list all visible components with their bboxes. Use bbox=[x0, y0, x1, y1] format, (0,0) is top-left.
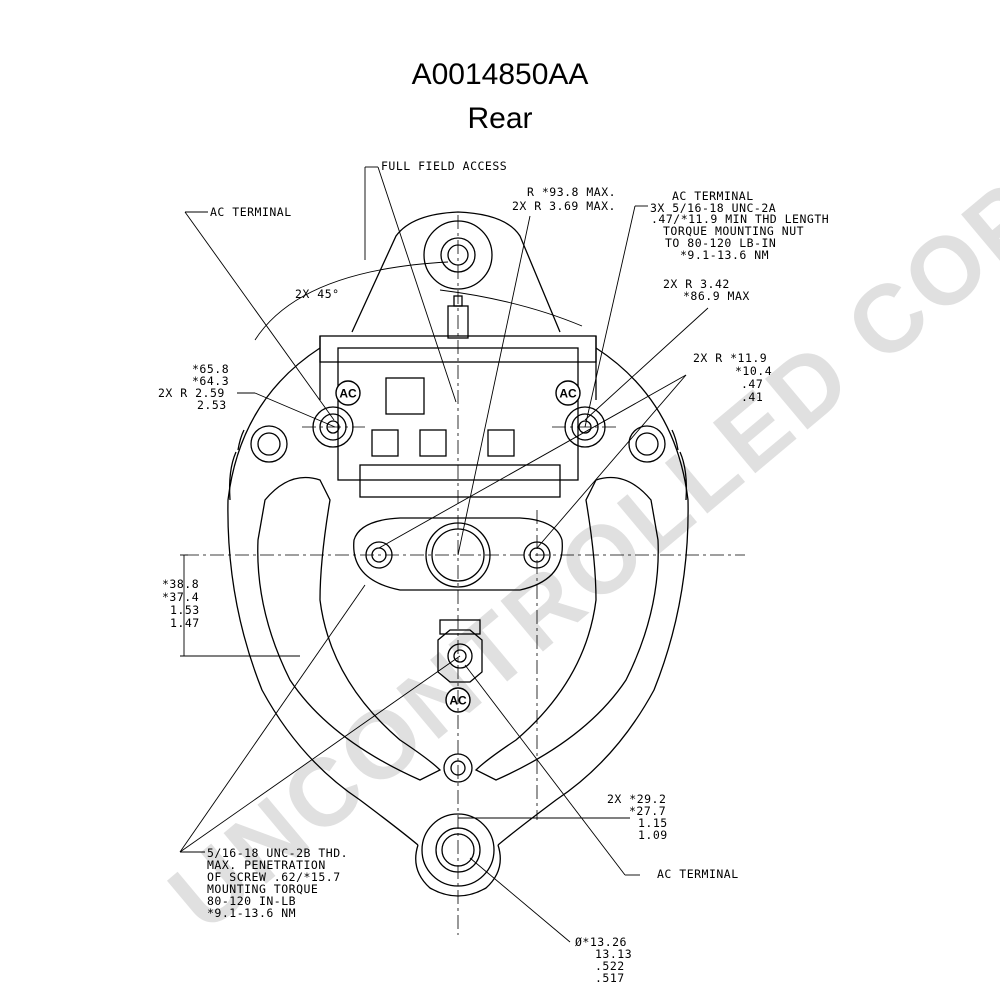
r259-line-1: *65.8 bbox=[192, 362, 229, 376]
diameter-line-3: .522 bbox=[595, 959, 625, 973]
radius-max-line-1: R *93.8 MAX. bbox=[527, 185, 616, 199]
dim292-line-3: 1.15 bbox=[638, 816, 668, 830]
annotations: FULL FIELD ACCESS R *93.8 MAX. 2X R 3.69… bbox=[158, 159, 829, 985]
diameter-line-4: .517 bbox=[595, 971, 625, 985]
thread-note-line-4: MOUNTING TORQUE bbox=[207, 882, 318, 896]
leader-lines bbox=[179, 166, 709, 943]
r119-line-3: .47 bbox=[741, 377, 763, 391]
radius-max-line-2: 2X R 3.69 MAX. bbox=[512, 199, 616, 213]
dim388-line-3: 1.53 bbox=[170, 603, 200, 617]
ac-badge-left: AC bbox=[339, 387, 357, 401]
ac-terminal-right-line-1: AC TERMINAL bbox=[672, 189, 754, 203]
full-field-access-label: FULL FIELD ACCESS bbox=[381, 159, 507, 173]
dim292-line-4: 1.09 bbox=[638, 828, 668, 842]
diameter-line-1: Ø*13.26 bbox=[575, 935, 627, 949]
r259-line-3: 2X R 2.59 bbox=[158, 386, 225, 400]
ac-badges: AC AC AC bbox=[335, 380, 581, 713]
thread-note-line-1: 5/16-18 UNC-2B THD. bbox=[207, 846, 348, 860]
r119-line-4: .41 bbox=[741, 390, 763, 404]
r119-line-2: *10.4 bbox=[735, 364, 772, 378]
r342-line-1: 2X R 3.42 bbox=[663, 277, 730, 291]
r342-line-2: *86.9 MAX bbox=[683, 289, 750, 303]
r119-line-1: 2X R *11.9 bbox=[693, 351, 767, 365]
dim292-line-2: *27.7 bbox=[629, 804, 666, 818]
watermark-text: UNCONTROLLED COPY bbox=[150, 116, 1000, 951]
diameter-line-2: 13.13 bbox=[595, 947, 632, 961]
view-subtitle: Rear bbox=[467, 102, 533, 135]
dim388-line-1: *38.8 bbox=[162, 577, 199, 591]
thread-note-line-6: *9.1-13.6 NM bbox=[207, 906, 296, 920]
ac-terminal-bottom-label: AC TERMINAL bbox=[657, 867, 739, 881]
ac-terminal-right-line-5: TO 80-120 LB-IN bbox=[665, 236, 776, 250]
thread-note-line-3: OF SCREW .62/*15.7 bbox=[207, 870, 341, 884]
r259-line-4: 2.53 bbox=[197, 398, 227, 412]
ac-badge-right: AC bbox=[559, 387, 577, 401]
r259-line-2: *64.3 bbox=[192, 374, 229, 388]
part-number-title: A0014850AA bbox=[411, 58, 589, 91]
ac-terminal-right-line-3: .47/*11.9 MIN THD LENGTH bbox=[651, 212, 829, 226]
thread-note-line-5: 80-120 IN-LB bbox=[207, 894, 296, 908]
ac-terminal-left-label: AC TERMINAL bbox=[210, 205, 292, 219]
dim388-line-2: *37.4 bbox=[162, 590, 199, 604]
ac-terminal-right-line-2: 3X 5/16-18 UNC-2A bbox=[650, 201, 776, 215]
dim292-line-1: 2X *29.2 bbox=[607, 792, 666, 806]
angle-label: 2X 45° bbox=[295, 287, 340, 301]
ac-terminal-right-line-6: *9.1-13.6 NM bbox=[680, 248, 769, 262]
thread-note-line-2: MAX. PENETRATION bbox=[207, 858, 326, 872]
dim388-line-4: 1.47 bbox=[170, 616, 200, 630]
ac-terminal-right-line-4: TORQUE MOUNTING NUT bbox=[663, 224, 804, 238]
centerlines bbox=[185, 215, 745, 935]
